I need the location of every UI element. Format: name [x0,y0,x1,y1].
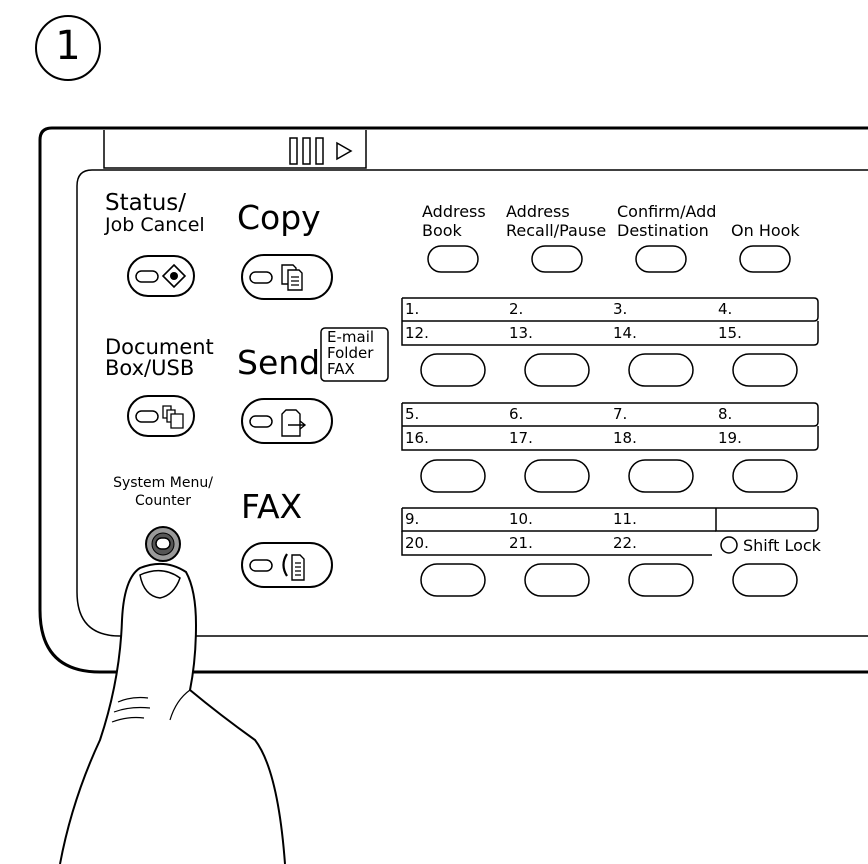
shift-lock-button[interactable] [733,564,797,596]
one-touch-number: 6. [509,405,524,423]
top-key-label-line2: Book [422,221,462,240]
document-box-button[interactable] [128,396,194,436]
one-touch-number: 17. [509,429,533,447]
system-menu-key [145,526,181,562]
slide-arrows-icon [289,137,353,165]
one-touch-key [524,353,590,387]
one-touch-number: 18. [613,429,637,447]
send-button[interactable] [242,399,332,443]
one-touch-number: 3. [613,300,628,318]
one-touch-key [420,353,486,387]
one-touch-number: 11. [613,510,637,528]
status-label-line2: Job Cancel [105,214,205,236]
on-hook-button[interactable] [740,246,790,272]
one-touch-button-6[interactable] [525,460,589,492]
confirm-add-destination-button[interactable] [636,246,686,272]
fax-label: FAX [241,487,303,526]
document-box-key [127,395,195,437]
one-touch-button-3[interactable] [629,354,693,386]
top-key-label-line1: Confirm/Add [617,202,717,221]
one-touch-number: 22. [613,534,637,552]
send-sub-email: E-mail [327,328,375,346]
status-job-cancel-button[interactable] [128,256,194,296]
one-touch-button-9[interactable] [421,564,485,596]
copy-key [241,254,333,300]
status-key [127,255,195,297]
one-touch-number: 16. [405,429,429,447]
send-label: Send [237,343,321,382]
top-key-label-line2: On Hook [731,221,800,240]
send-sub-folder: Folder [327,344,374,362]
one-touch-button-11[interactable] [629,564,693,596]
address-recall-pause-button[interactable] [532,246,582,272]
document-box-label-line1: Document [105,335,214,359]
top-key-label-line1: Address [506,202,570,221]
one-touch-key [420,459,486,493]
confirm-add-key [635,245,687,273]
one-touch-number: 14. [613,324,637,342]
one-touch-number: 1. [405,300,420,318]
copy-button[interactable] [242,255,332,299]
one-touch-button-5[interactable] [421,460,485,492]
one-touch-button-7[interactable] [629,460,693,492]
system-menu-label-line2: Counter [135,493,191,509]
one-touch-number: 19. [718,429,742,447]
one-touch-key [524,563,590,597]
one-touch-number: 13. [509,324,533,342]
one-touch-number: 21. [509,534,533,552]
one-touch-button-2[interactable] [525,354,589,386]
address-recall-key [531,245,583,273]
one-touch-button-1[interactable] [421,354,485,386]
top-key-label-line1: Address [422,202,486,221]
shift-lock-label: Shift Lock [743,536,821,555]
fax-button[interactable] [242,543,332,587]
one-touch-number: 10. [509,510,533,528]
one-touch-key [628,353,694,387]
one-touch-key [732,563,798,597]
one-touch-number: 4. [718,300,733,318]
one-touch-number: 15. [718,324,742,342]
top-key-label-line2: Recall/Pause [506,221,607,240]
system-menu-label-line1: System Menu/ [113,475,213,491]
one-touch-number: 5. [405,405,420,423]
address-book-button[interactable] [428,246,478,272]
one-touch-number: 7. [613,405,628,423]
one-touch-key [420,563,486,597]
document-box-label-line2: Box/USB [105,356,195,380]
one-touch-number: 8. [718,405,733,423]
one-touch-number: 12. [405,324,429,342]
one-touch-key [732,353,798,387]
send-key [241,398,333,444]
one-touch-button-10[interactable] [525,564,589,596]
fax-key [241,542,333,588]
system-menu-button[interactable] [146,527,180,561]
top-key-label-line2: Destination [617,221,709,240]
on-hook-key [739,245,791,273]
one-touch-key [524,459,590,493]
one-touch-number: 9. [405,510,420,528]
one-touch-key [628,459,694,493]
copy-label: Copy [237,198,321,237]
address-book-key [427,245,479,273]
step-number-circle [35,15,101,81]
one-touch-key [732,459,798,493]
status-label-line1: Status/ [105,190,187,216]
one-touch-number: 20. [405,534,429,552]
step-number: 1 [55,23,81,69]
one-touch-number: 2. [509,300,524,318]
send-sub-fax: FAX [327,360,355,378]
shift-lock-led-icon [720,536,738,554]
one-touch-key [628,563,694,597]
one-touch-button-4[interactable] [733,354,797,386]
one-touch-button-8[interactable] [733,460,797,492]
finger-icon [59,562,286,864]
